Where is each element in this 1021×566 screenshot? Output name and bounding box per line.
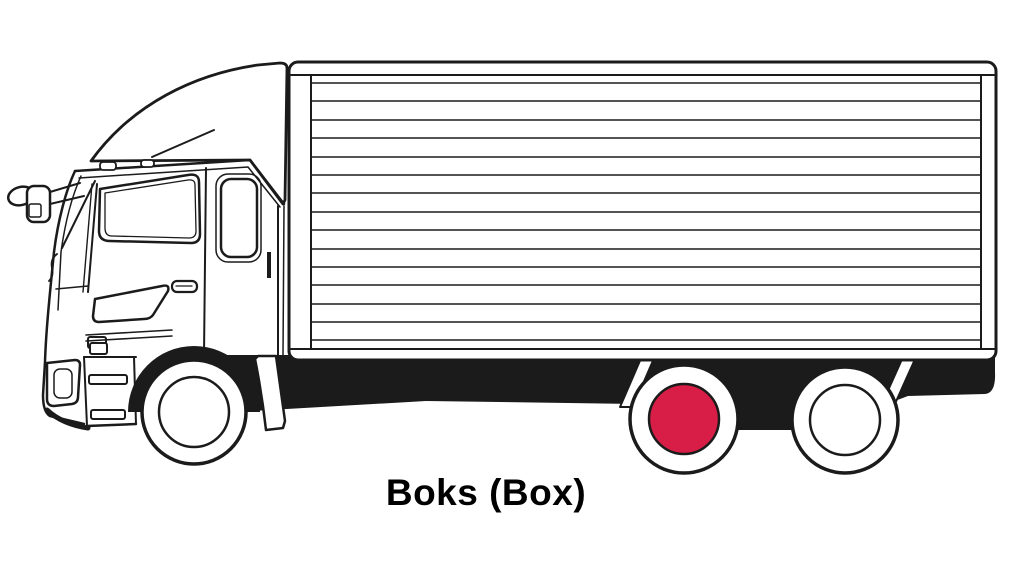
rear-wheel [790, 365, 900, 475]
headlight [45, 358, 82, 408]
highlighted-rear-wheel [628, 363, 740, 475]
rear-side-window [215, 173, 262, 263]
side-mirror [6, 182, 85, 224]
cab [6, 61, 289, 431]
lower-door-window [91, 284, 170, 324]
cab-steps [83, 356, 138, 428]
front-mud-flap [253, 354, 287, 432]
box-corrugation-lines [310, 82, 982, 341]
front-wheel [140, 358, 248, 466]
wind-deflector [89, 61, 289, 206]
door-seal-strip [267, 252, 271, 278]
door-window [97, 173, 202, 245]
cargo-box [287, 60, 998, 362]
highlighted-wheel-hub [647, 382, 721, 456]
caption: Boks (Box) [385, 472, 587, 513]
door-handle [170, 279, 199, 294]
